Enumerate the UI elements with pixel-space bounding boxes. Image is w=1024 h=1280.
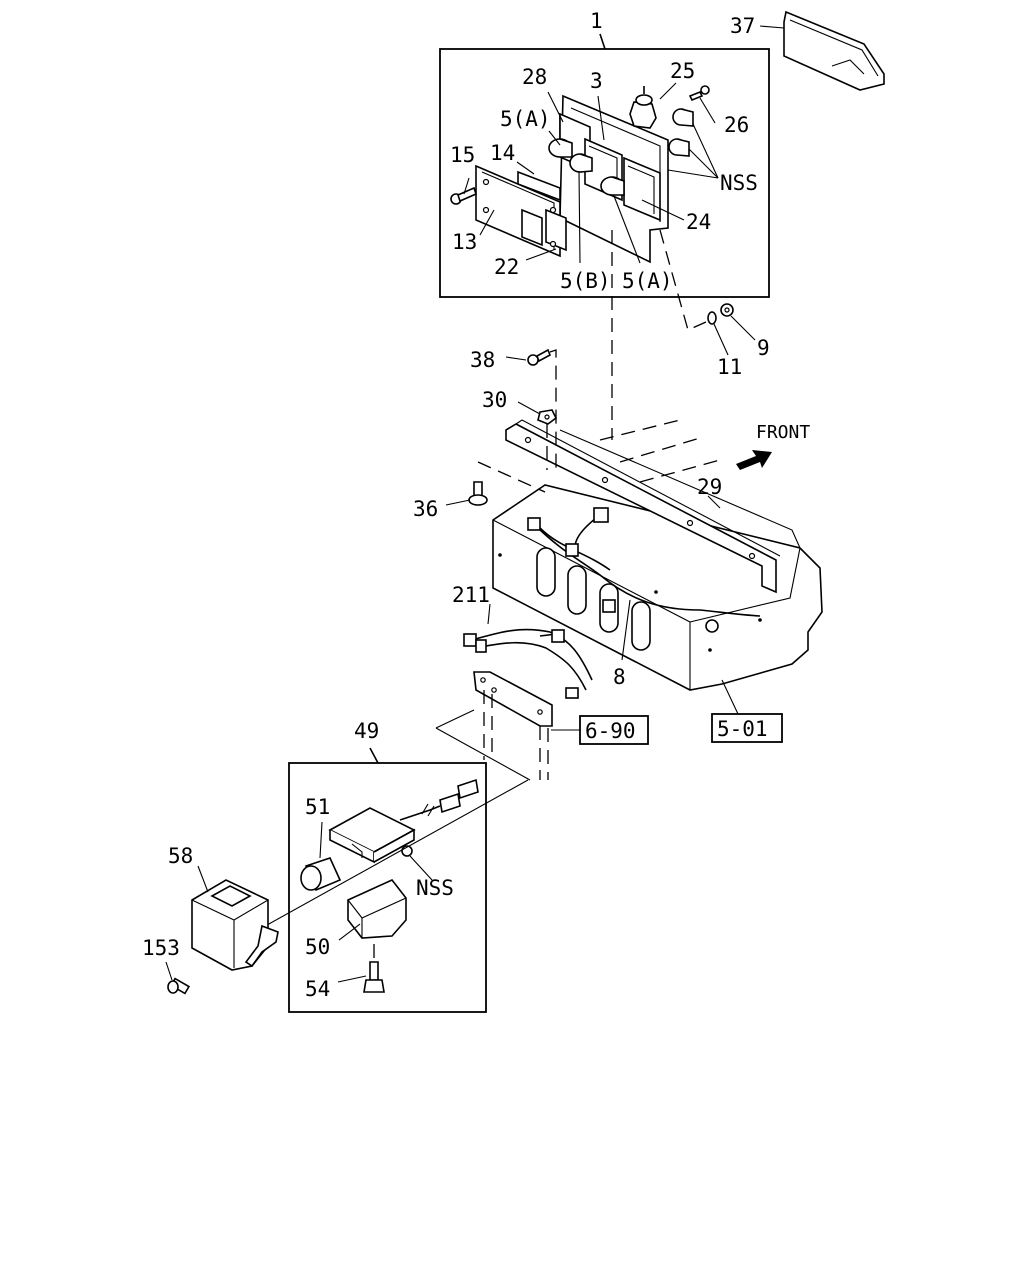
bulb-5b-part bbox=[569, 153, 593, 173]
lens-part bbox=[517, 170, 561, 202]
callout-8: 8 bbox=[613, 665, 626, 689]
front-label: FRONT bbox=[756, 422, 810, 443]
ref-box-5-01 bbox=[711, 713, 783, 743]
callout-nss-bottom: NSS bbox=[416, 876, 454, 900]
callout-36: 36 bbox=[413, 497, 438, 521]
lamp-assembly-group bbox=[239, 747, 529, 1013]
bracket-6-90-part bbox=[435, 671, 580, 781]
module-assembly-group bbox=[439, 33, 770, 298]
harness-211-part bbox=[463, 603, 593, 699]
callout-3: 3 bbox=[590, 69, 603, 93]
reflector-50-part bbox=[338, 879, 407, 941]
callout-58: 58 bbox=[168, 844, 193, 868]
ref-box-6-90 bbox=[579, 715, 649, 745]
callout-37: 37 bbox=[730, 14, 755, 38]
switch-25-part bbox=[629, 86, 657, 129]
callout-nss-top: NSS bbox=[720, 171, 758, 195]
callout-11: 11 bbox=[717, 355, 742, 379]
bolt-38-part bbox=[505, 348, 557, 470]
bracket-29-part bbox=[505, 419, 781, 594]
callout-211: 211 bbox=[452, 583, 490, 607]
screw-15-part bbox=[450, 186, 477, 205]
callout-labels: 1 37 28 3 25 26 5(A) 14 15 13 22 5(B) 5(… bbox=[142, 9, 810, 1001]
callout-28: 28 bbox=[522, 65, 547, 89]
bulb-5a-lower-part bbox=[600, 176, 625, 196]
washer-11-part bbox=[707, 311, 717, 325]
screw-26-part bbox=[688, 85, 710, 102]
callout-38: 38 bbox=[470, 348, 495, 372]
callout-54: 54 bbox=[305, 977, 330, 1001]
callout-5b: 5(B) bbox=[560, 269, 611, 293]
bulb-51-part bbox=[300, 821, 342, 892]
part-37-bracket bbox=[759, 10, 885, 91]
callout-15: 15 bbox=[450, 143, 475, 167]
front-arrow-icon bbox=[736, 450, 772, 470]
nut-9-part bbox=[720, 303, 734, 317]
callout-49: 49 bbox=[354, 719, 379, 743]
lamp-frame bbox=[288, 762, 487, 1013]
module-body-part bbox=[559, 94, 669, 264]
screw-54-part bbox=[337, 944, 385, 993]
callout-5a-top: 5(A) bbox=[500, 107, 551, 131]
bumper-body-part bbox=[492, 419, 823, 691]
callout-14: 14 bbox=[490, 141, 515, 165]
callout-50: 50 bbox=[305, 935, 330, 959]
nut-30-part bbox=[517, 401, 558, 470]
callout-13: 13 bbox=[452, 230, 477, 254]
callout-153: 153 bbox=[142, 936, 180, 960]
callout-22: 22 bbox=[494, 255, 519, 279]
bulb-5a-upper-part bbox=[548, 138, 573, 158]
lamp-socket-part bbox=[328, 778, 479, 864]
nss-cap-lower-part bbox=[668, 138, 690, 157]
callout-26: 26 bbox=[724, 113, 749, 137]
callout-24: 24 bbox=[686, 210, 711, 234]
cover-plate-part bbox=[475, 164, 567, 258]
nss-cap-upper-part bbox=[672, 108, 694, 127]
callout-30: 30 bbox=[482, 388, 507, 412]
callout-5a-bottom: 5(A) bbox=[622, 269, 673, 293]
callout-51: 51 bbox=[305, 795, 330, 819]
ref-5-01-label: 5-01 bbox=[717, 717, 768, 741]
harness-8-part bbox=[527, 507, 761, 661]
callout-25: 25 bbox=[670, 59, 695, 83]
callout-29: 29 bbox=[697, 475, 722, 499]
bolt-36-part bbox=[445, 461, 546, 506]
ref-6-90-label: 6-90 bbox=[585, 719, 636, 743]
bolt-153-part bbox=[165, 961, 191, 995]
lamp-housing-58-part bbox=[191, 865, 279, 971]
callout-9: 9 bbox=[757, 336, 770, 360]
callout-1: 1 bbox=[590, 9, 603, 33]
